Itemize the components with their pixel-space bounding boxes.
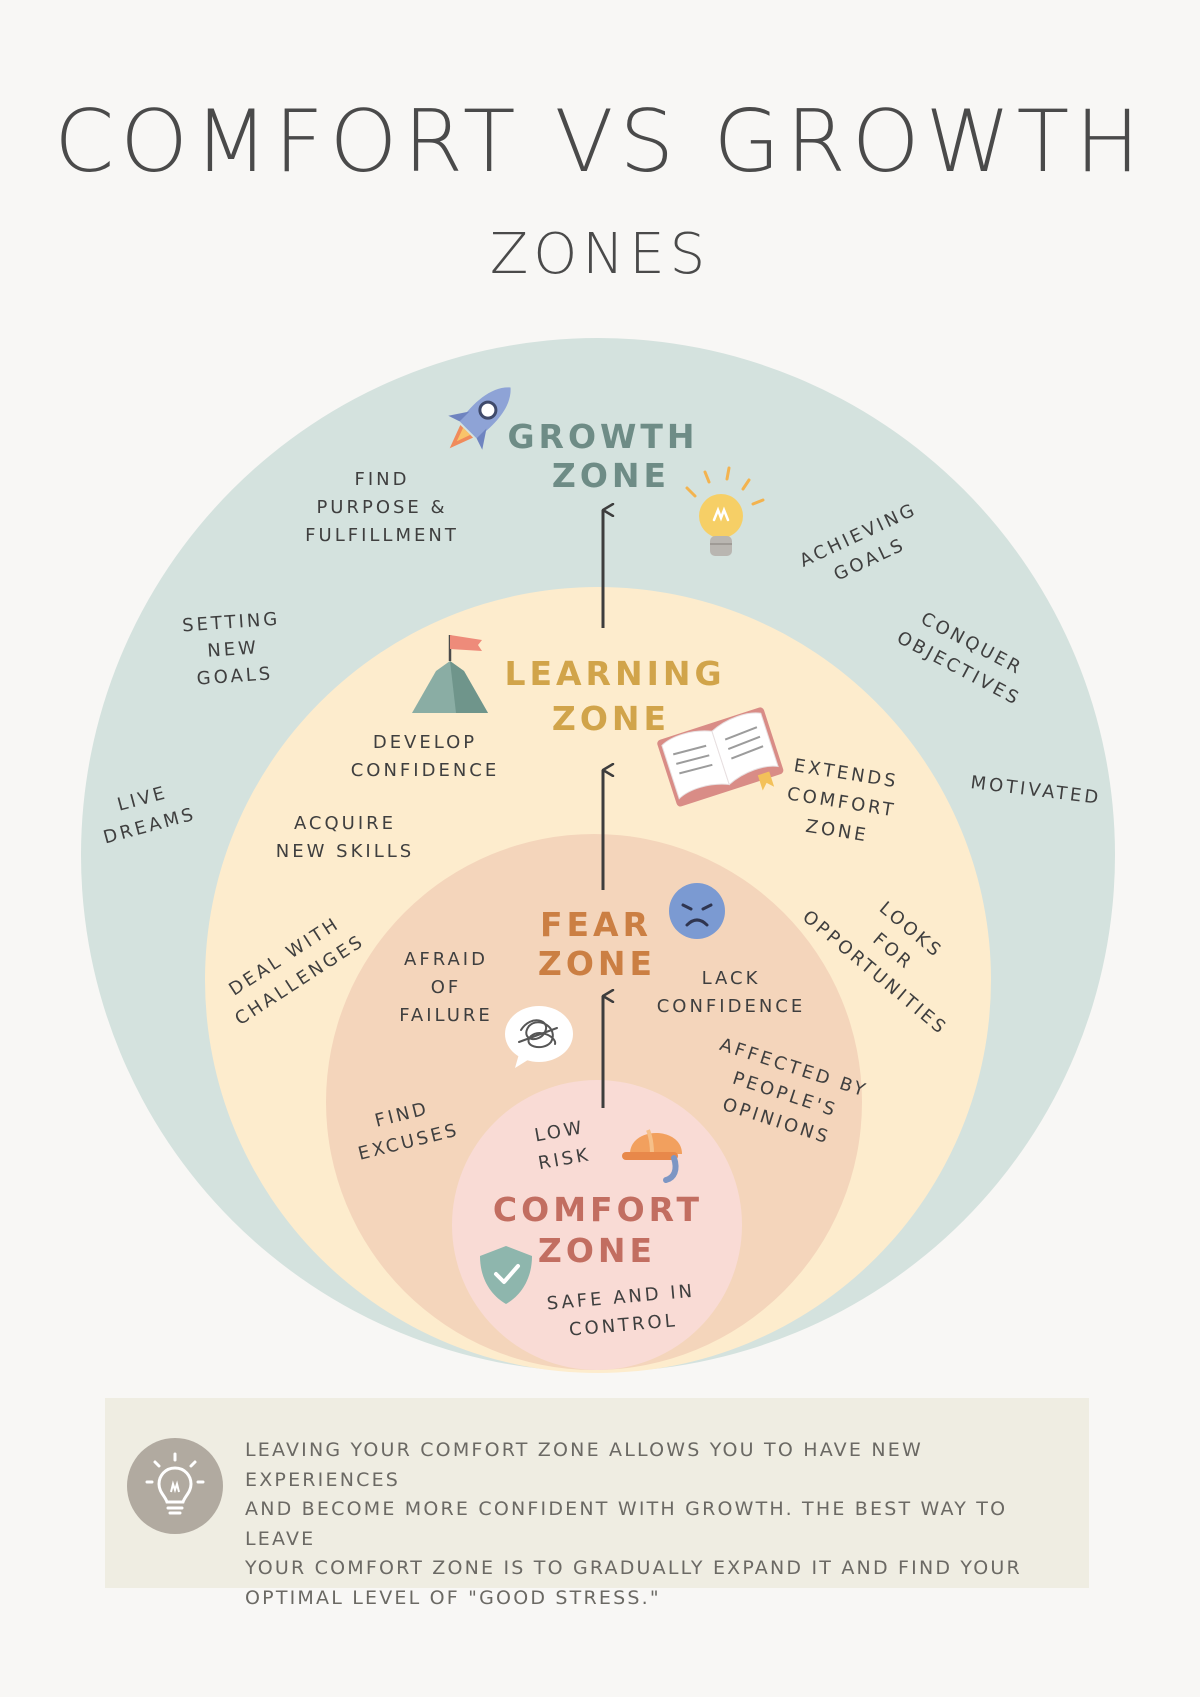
growth-title-line2: ZONE [552,456,670,495]
tip-line: OPTIMAL LEVEL OF "GOOD STRESS." [245,1586,661,1609]
label-line: FIND [355,469,410,490]
label-acquire-skills: ACQUIRE NEW SKILLS [276,813,414,862]
page-subtitle: ZONES [489,222,711,287]
label-line: ACQUIRE [294,813,396,834]
label-find-purpose: FIND PURPOSE & FULFILLMENT [305,469,459,546]
tip-line: LEAVING YOUR COMFORT ZONE ALLOWS YOU TO … [245,1439,923,1491]
shield-check-icon [480,1246,532,1304]
rocket-icon [448,387,511,450]
label-line: OF [431,977,462,998]
fear-zone-title: FEAR ZONE [538,905,656,983]
label-develop-confidence: DEVELOP CONFIDENCE [351,732,500,781]
page-title: COMFORT VS GROWTH [54,92,1146,192]
tip-line: AND BECOME MORE CONFIDENT WITH GROWTH. T… [245,1498,1008,1550]
label-line: LACK [702,968,761,989]
growth-zone-title: GROWTH ZONE [507,417,698,495]
open-book-icon [657,707,784,807]
learning-zone-title: LEARNING ZONE [504,654,725,738]
label-line: AFRAID [404,949,488,970]
comfort-title-line2: ZONE [538,1231,656,1270]
label-line: CONFIDENCE [351,760,500,781]
zones-diagram: GROWTH ZONE LEARNING ZONE FEAR ZONE COMF… [81,338,1115,1373]
fear-title-line2: ZONE [538,944,656,983]
scribble-speech-bubble-icon [505,1006,573,1068]
learning-title-line2: ZONE [552,699,670,738]
label-line: DEVELOP [373,732,477,753]
label-line: NEW [207,637,260,662]
lightbulb-outline-icon [127,1438,223,1534]
mountain-flag-icon [412,635,488,713]
label-line: NEW SKILLS [276,841,414,862]
label-afraid-failure: AFRAID OF FAILURE [399,949,493,1026]
sad-face-icon [669,883,725,939]
label-line: PURPOSE & [316,497,447,518]
fear-title-line1: FEAR [540,905,652,944]
tip-text: LEAVING YOUR COMFORT ZONE ALLOWS YOU TO … [245,1436,1065,1613]
comfort-title-line1: COMFORT [493,1190,703,1229]
label-line: FAILURE [399,1005,493,1026]
label-line: CONFIDENCE [657,996,806,1017]
hard-hat-icon [622,1129,682,1183]
comfort-zone-title: COMFORT ZONE [493,1190,703,1270]
label-lack-confidence: LACK CONFIDENCE [657,968,806,1017]
lightbulb-icon [685,466,765,556]
tip-note: LEAVING YOUR COMFORT ZONE ALLOWS YOU TO … [105,1398,1089,1609]
tip-line: YOUR COMFORT ZONE IS TO GRADUALLY EXPAND… [245,1557,1022,1579]
label-line: FULFILLMENT [305,525,459,546]
learning-title-line1: LEARNING [504,654,725,693]
label-setting-goals: SETTING NEW GOALS [182,609,281,690]
growth-title-line1: GROWTH [507,417,698,456]
